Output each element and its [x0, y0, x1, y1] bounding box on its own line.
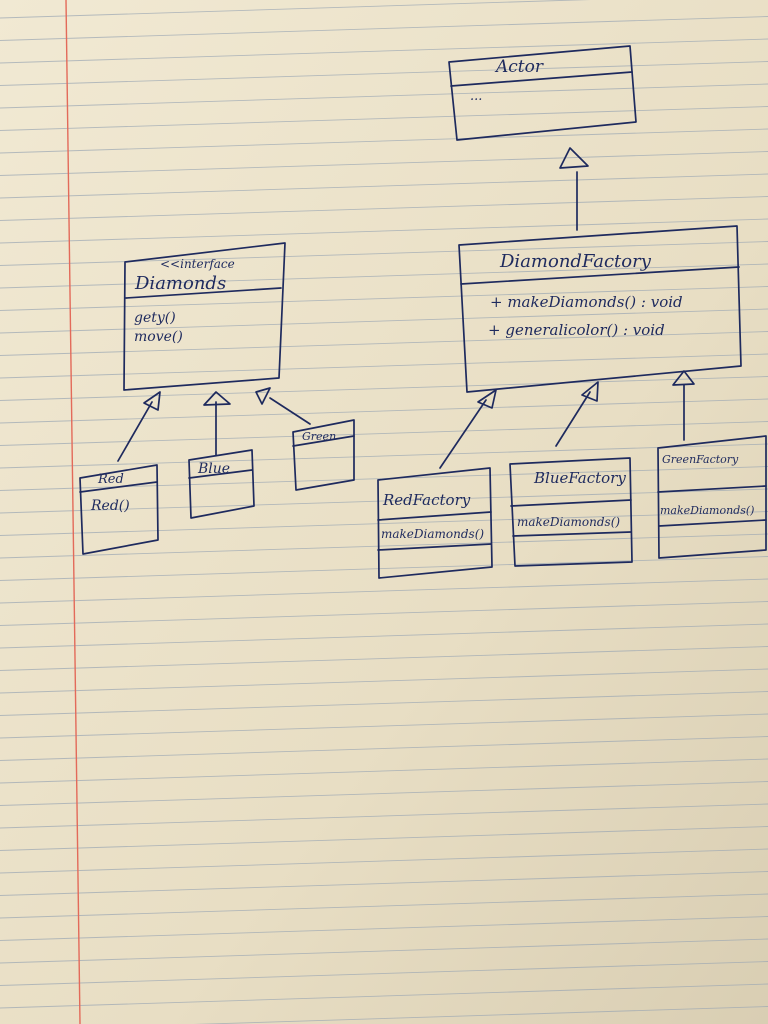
ruled-line — [0, 196, 768, 221]
ruled-line — [0, 668, 768, 694]
ruled-line — [0, 151, 768, 176]
ruled-line — [0, 263, 768, 289]
ruled-line — [0, 781, 768, 806]
red-class: Red Red() — [79, 464, 159, 555]
green-name: Green — [302, 430, 336, 443]
blue-factory-box — [509, 457, 633, 567]
ruled-line — [0, 0, 591, 19]
red-factory-method: makeDiamonds() — [381, 527, 484, 541]
green-factory-box — [657, 435, 767, 559]
ruled-line — [0, 106, 768, 131]
ruled-line — [0, 961, 768, 986]
margin-line — [65, 0, 81, 1024]
diamond-factory-method-1: + makeDiamonds() : void — [490, 293, 683, 311]
ruled-line — [0, 803, 768, 829]
green-box — [292, 419, 355, 491]
green-factory-class: GreenFactory makeDiamonds() — [657, 435, 767, 559]
ruled-line — [0, 398, 768, 424]
ruled-line — [0, 736, 768, 761]
blue-factory-divider-2 — [512, 531, 632, 537]
ruled-line — [0, 331, 768, 356]
ruled-line — [0, 983, 768, 1009]
ruled-line — [0, 623, 768, 649]
blue-divider — [188, 469, 253, 479]
blue-factory-method: makeDiamonds() — [517, 515, 620, 529]
ruled-line — [0, 556, 768, 581]
blue-name: Blue — [197, 461, 230, 477]
actor-class: Actor ... — [448, 45, 637, 141]
blue-box — [188, 449, 255, 519]
ruled-line — [0, 443, 768, 469]
ruled-line — [0, 286, 768, 311]
diamonds-name: Diamonds — [134, 273, 226, 294]
ruled-line — [0, 61, 768, 86]
diamonds-method-1: gety() — [134, 310, 176, 326]
actor-box — [448, 45, 637, 141]
ruled-line — [0, 16, 768, 41]
blue-class: Blue — [188, 449, 255, 519]
ruled-line — [0, 308, 768, 334]
red-factory-divider-2 — [377, 543, 492, 551]
diamonds-interface-box — [123, 242, 286, 391]
ruled-line — [0, 601, 768, 626]
inheritance-arrow-actor — [559, 147, 589, 231]
ruled-line — [0, 511, 768, 536]
ruled-line — [0, 646, 768, 671]
ruled-line — [0, 421, 768, 446]
red-divider — [79, 481, 158, 493]
ruled-line — [0, 83, 768, 109]
inheritance-arrows-diamonds — [117, 387, 311, 462]
diamond-factory-class: DiamondFactory + makeDiamonds() : void +… — [458, 225, 742, 393]
ruled-line — [0, 691, 768, 716]
ruled-line — [0, 353, 768, 379]
actor-attributes: ... — [470, 89, 482, 104]
ruled-line — [0, 128, 768, 154]
red-factory-class: RedFactory makeDiamonds() — [377, 467, 493, 579]
blue-factory-class: BlueFactory makeDiamonds() — [509, 457, 633, 567]
ruled-line — [0, 173, 768, 199]
ruled-line — [0, 893, 768, 919]
red-factory-name: RedFactory — [382, 491, 471, 509]
red-method: Red() — [90, 498, 130, 514]
diamond-factory-name: DiamondFactory — [499, 251, 652, 272]
ruled-line — [0, 871, 768, 896]
ruled-line — [0, 488, 768, 514]
blue-factory-divider-1 — [510, 499, 632, 507]
inheritance-arrows-factories — [439, 370, 695, 469]
ruled-line — [0, 578, 768, 604]
ruled-line — [0, 916, 768, 941]
actor-divider — [450, 71, 633, 87]
green-factory-divider-1 — [657, 485, 767, 493]
green-class: Green — [292, 419, 355, 491]
ruled-line — [193, 1006, 768, 1024]
green-factory-method: makeDiamonds() — [660, 504, 754, 517]
blue-factory-name: BlueFactory — [533, 469, 626, 487]
diamond-factory-method-2: + generalicolor() : void — [488, 321, 665, 339]
actor-name: Actor — [494, 57, 544, 77]
diamond-factory-divider — [460, 266, 740, 285]
green-factory-name: GreenFactory — [662, 453, 739, 466]
green-divider — [292, 435, 355, 447]
ruled-line — [0, 758, 768, 784]
ruled-line — [0, 826, 768, 851]
ruled-line — [0, 938, 768, 964]
diamonds-stereotype: <<interface — [160, 257, 235, 271]
red-factory-box — [377, 467, 493, 579]
red-box — [79, 464, 159, 555]
ruled-line — [0, 218, 768, 244]
red-factory-divider-1 — [377, 511, 492, 521]
green-factory-divider-2 — [658, 519, 767, 527]
red-name: Red — [97, 472, 124, 487]
ruled-line — [0, 38, 768, 64]
diamonds-interface: <<interface Diamonds gety() move() — [123, 242, 286, 391]
diamonds-method-2: move() — [134, 329, 183, 345]
ruled-line — [0, 848, 768, 874]
ruled-line — [0, 533, 768, 559]
ruled-line — [0, 713, 768, 739]
ruled-line — [0, 376, 768, 401]
diamonds-interface-divider — [125, 287, 282, 299]
diamond-factory-box — [458, 225, 742, 393]
